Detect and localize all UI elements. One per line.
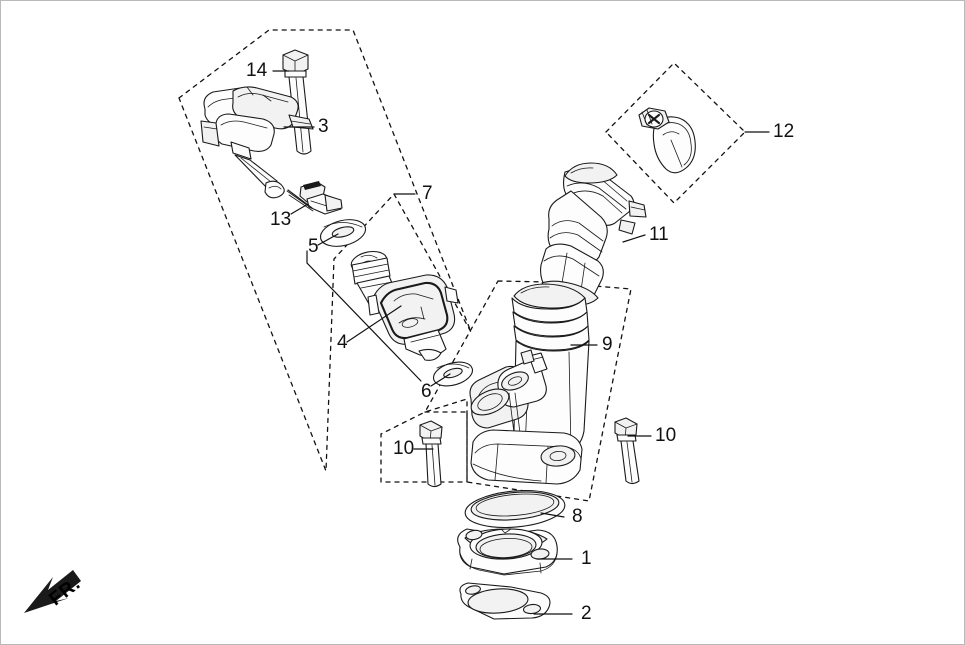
part-9-throttle-body bbox=[469, 283, 590, 485]
callout-4-sensor: 4 bbox=[337, 332, 348, 353]
callout-12-hose-clamp: 12 bbox=[773, 121, 795, 142]
dashed-group-bolt-left bbox=[380, 411, 468, 483]
part-11-intake-hose bbox=[540, 162, 647, 316]
part-12-hose-clamp bbox=[638, 107, 696, 174]
callout-6-o-ring-lower: 6 bbox=[421, 381, 432, 402]
part-10-bolt-right bbox=[614, 417, 640, 485]
callout-7-injector-group: 7 bbox=[422, 183, 433, 204]
callout-11-intake-hose: 11 bbox=[649, 224, 669, 245]
part-10-bolt-left bbox=[419, 420, 443, 488]
part-13-retaining-clip bbox=[286, 181, 343, 215]
callout-3-injector-assembly: 3 bbox=[318, 116, 329, 137]
dashed-group-injector bbox=[178, 29, 472, 472]
part-14-bolt bbox=[282, 49, 312, 155]
front-direction-arrow bbox=[24, 570, 81, 613]
part-6-o-ring bbox=[432, 361, 474, 387]
leader-lines bbox=[272, 70, 770, 615]
callout-9-throttle-body-group: 9 bbox=[602, 334, 613, 355]
dashed-group-clamp bbox=[605, 62, 746, 204]
callout-1-throttle-body-flange: 1 bbox=[581, 548, 592, 569]
part-2-flange-gasket bbox=[459, 582, 551, 620]
part-5-o-ring bbox=[319, 219, 367, 247]
callout-5-o-ring-upper: 5 bbox=[308, 236, 319, 257]
callout-10-bolt-right: 10 bbox=[655, 425, 677, 446]
callout-14-bolt: 14 bbox=[246, 60, 268, 81]
part-3-injector-assembly bbox=[200, 86, 314, 199]
callout-13-clip: 13 bbox=[270, 209, 292, 230]
part-4-sensor bbox=[350, 250, 459, 361]
callout-10-bolt-left: 10 bbox=[393, 438, 415, 459]
callout-2-gasket: 2 bbox=[581, 603, 592, 624]
part-8-seal-ring bbox=[464, 489, 566, 529]
part-1-throttle-flange bbox=[457, 528, 558, 576]
callout-8-seal-ring: 8 bbox=[572, 506, 583, 527]
